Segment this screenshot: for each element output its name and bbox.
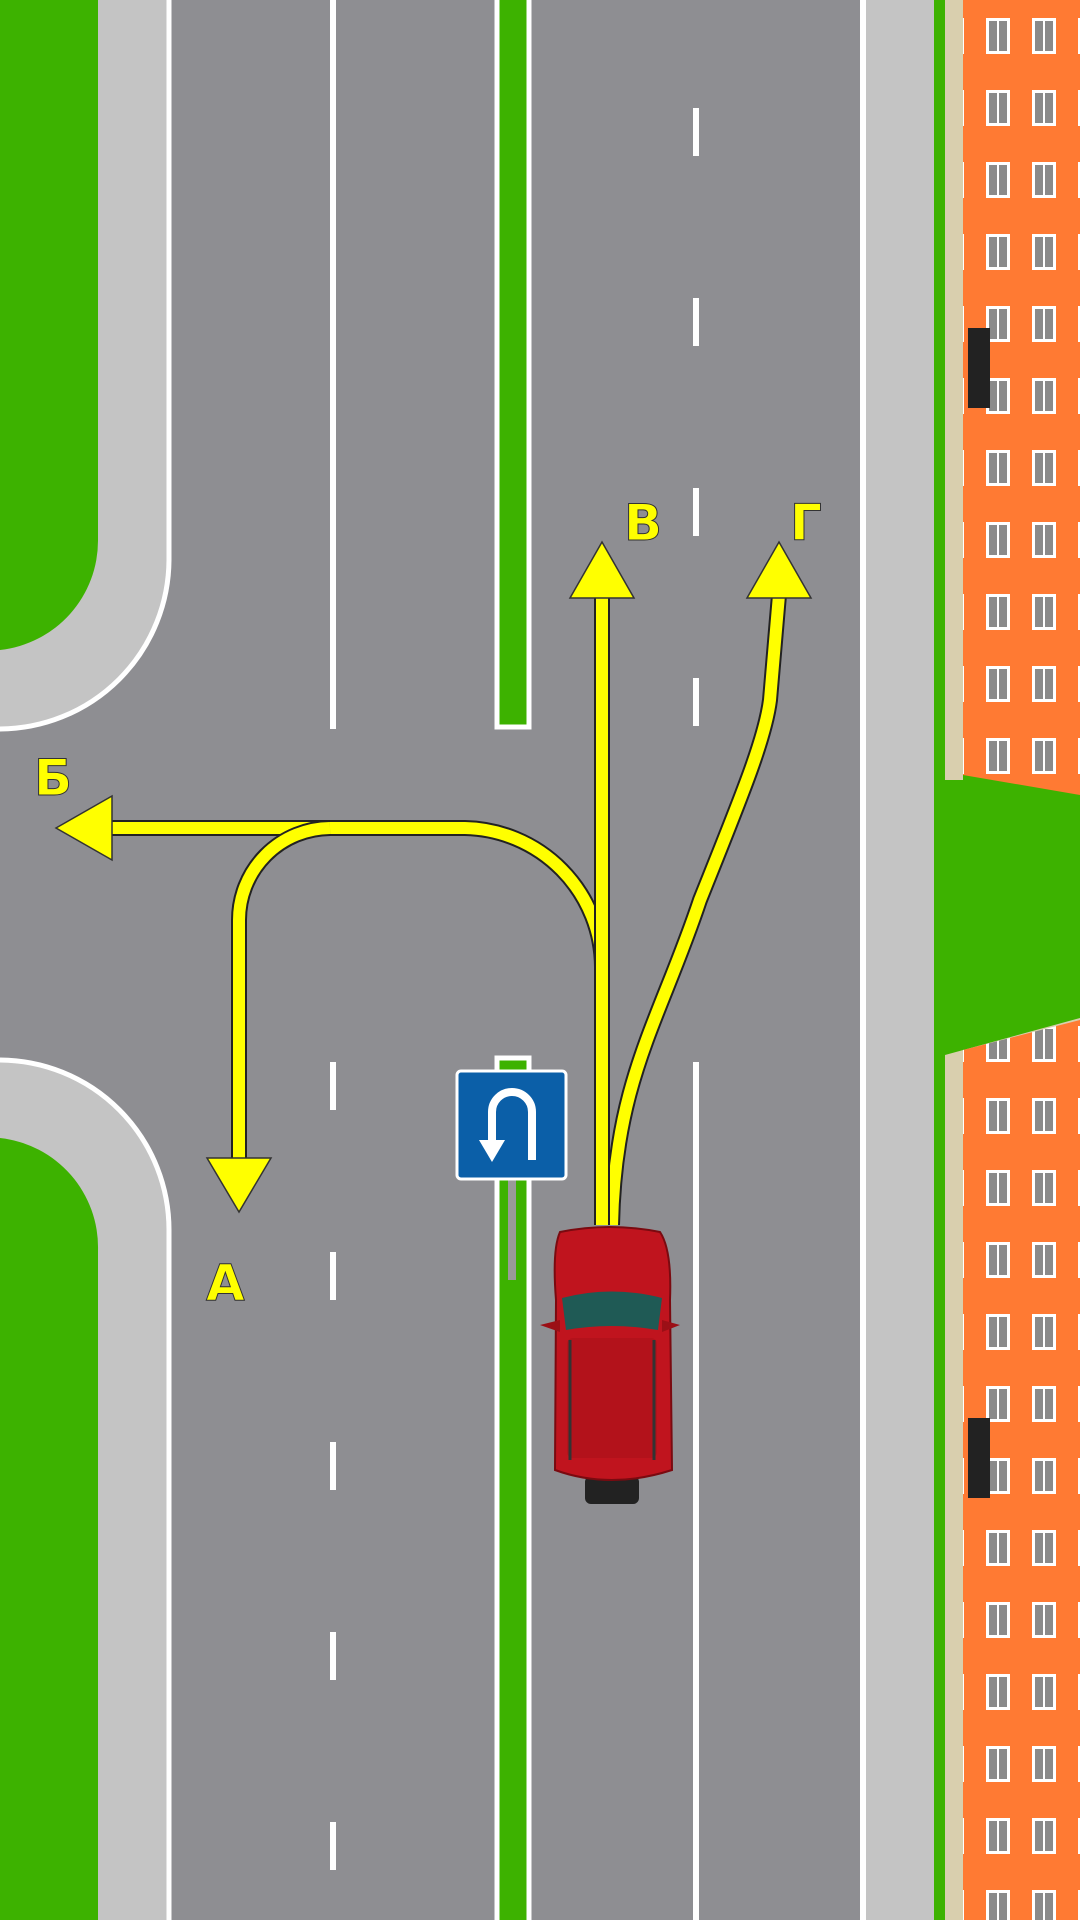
building-top xyxy=(945,0,1080,795)
building-bottom xyxy=(945,1018,1080,1920)
arrow-v-head xyxy=(568,540,636,599)
label-b: Б xyxy=(34,749,72,807)
sidewalk-right xyxy=(866,0,934,1920)
arrow-heads xyxy=(54,540,813,1214)
u-turn-sign xyxy=(455,1069,568,1280)
u-turn-sign-icon xyxy=(488,1088,536,1160)
median-top xyxy=(494,0,532,730)
arrow-a-head xyxy=(205,1157,273,1214)
red-car xyxy=(540,1226,680,1504)
arrow-b-head xyxy=(54,794,113,862)
corner-top-left xyxy=(0,0,172,732)
corner-bottom-left xyxy=(0,1057,172,1920)
label-g: Г xyxy=(790,494,822,552)
arrow-g-head xyxy=(745,540,813,599)
route-arrows xyxy=(100,590,787,1226)
label-a: А xyxy=(206,1254,245,1312)
label-v: В xyxy=(624,494,662,552)
